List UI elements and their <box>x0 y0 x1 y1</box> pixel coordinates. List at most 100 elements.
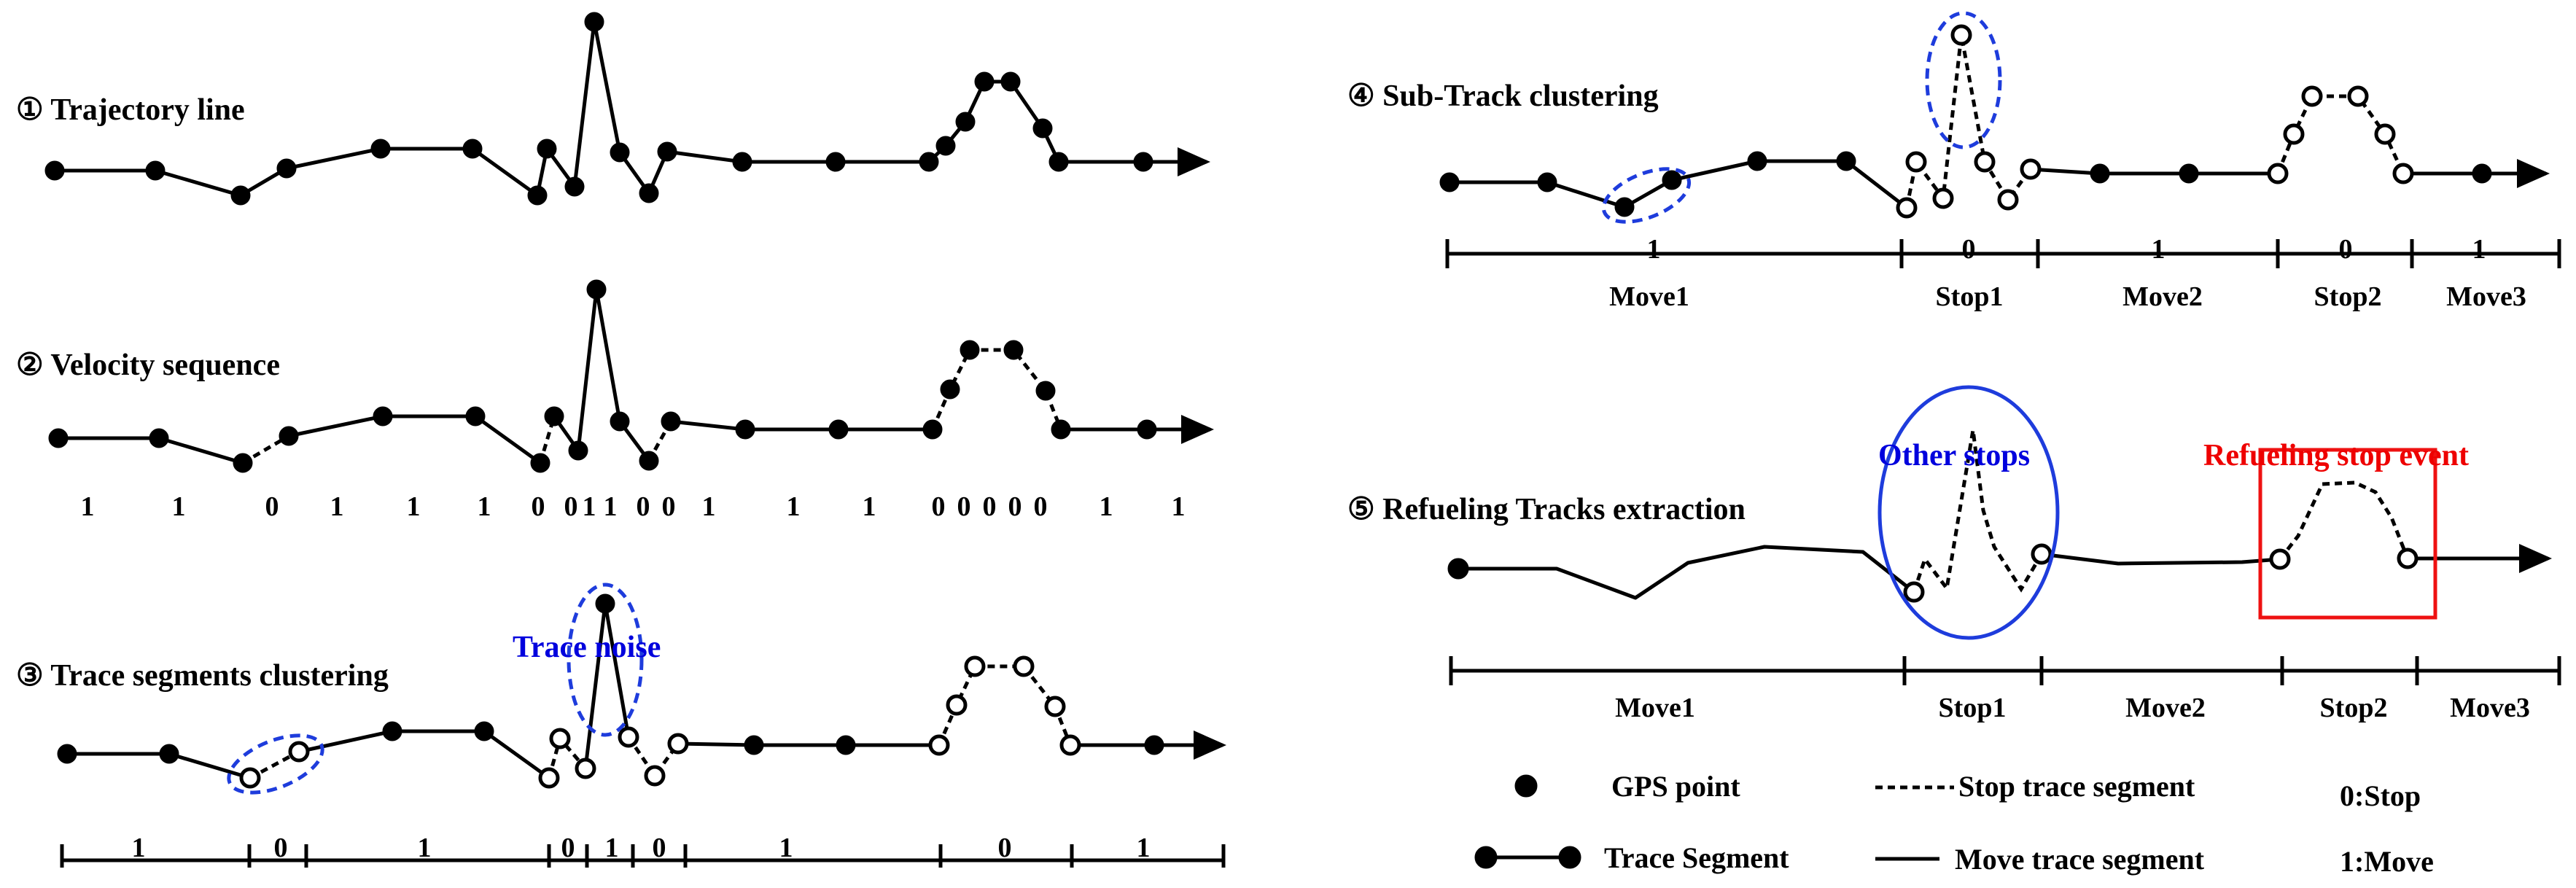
subtrack-points <box>1439 24 2492 219</box>
gps-point <box>735 419 755 440</box>
velocity-label: 1 <box>1172 491 1186 522</box>
velocity-label: 1 <box>407 491 421 522</box>
refuel-segment-names: Move1 Stop1 Move2 Stop2 Move3 <box>1615 693 2530 723</box>
other-stops-label: Other stops <box>1878 439 2030 472</box>
gps-point <box>544 406 564 427</box>
stop-point <box>2267 163 2289 184</box>
segment-move1: Move1 <box>1615 693 1695 723</box>
gps-point <box>1003 340 1024 360</box>
gps-point <box>462 139 483 159</box>
gps-point <box>2179 163 2199 184</box>
gps-point <box>230 185 251 206</box>
legend-move-segment: Move trace segment <box>1875 843 2205 876</box>
velocity-label: 0 <box>983 491 997 522</box>
stop-point <box>549 728 571 749</box>
gps-point <box>1133 152 1153 172</box>
subtrack-code: 0 <box>1962 234 1976 265</box>
trace-segment-symbol-end <box>1558 846 1581 869</box>
segment-move2: Move2 <box>2122 281 2203 312</box>
gps-point <box>370 139 391 159</box>
velocity-label: 0 <box>532 491 545 522</box>
segment-move3: Move3 <box>2450 693 2530 723</box>
stop-point <box>2283 123 2305 145</box>
other-stops-ellipse <box>1877 385 2060 640</box>
legend-stop-segment: Stop trace segment <box>1875 770 2195 803</box>
velocity-label: 1 <box>478 491 491 522</box>
stop-point <box>946 694 968 716</box>
gps-point <box>919 152 939 172</box>
gps-point <box>639 451 659 471</box>
gps-point <box>732 152 752 172</box>
stop-point <box>1896 197 1918 219</box>
trace-noise-label: Trace noise <box>513 631 661 664</box>
gps-point <box>1747 151 1767 171</box>
gps-point <box>974 71 995 92</box>
cluster-label: 1 <box>418 833 432 863</box>
cluster-label: 0 <box>998 833 1012 863</box>
gps-point <box>233 453 253 473</box>
segment-move2: Move2 <box>2125 693 2206 723</box>
legend-move-code: 1:Move <box>2340 845 2434 878</box>
stop-trace-line <box>2279 480 2410 561</box>
subtrack-codes: 1 0 1 0 1 <box>1647 234 2486 265</box>
velocity-label: 1 <box>787 491 801 522</box>
gps-point <box>382 721 402 741</box>
move-trace-line <box>1458 545 1915 600</box>
stop-point <box>2269 548 2291 570</box>
noise-ellipse-small <box>227 733 324 795</box>
gps-point <box>825 152 846 172</box>
stop-point <box>1950 24 1972 46</box>
velocity-label: 1 <box>702 491 716 522</box>
panel-trace-segments-clustering: ③ Trace segments clustering <box>16 583 1226 868</box>
gps-point <box>584 12 604 32</box>
gps-point <box>537 139 557 159</box>
legend-stop-code: 0:Stop <box>2340 779 2421 812</box>
gps-point <box>940 379 960 400</box>
refueling-event-box <box>2258 448 2437 620</box>
stop-point <box>1905 151 1927 173</box>
stop-point <box>239 767 261 789</box>
gps-point <box>1048 152 1069 172</box>
stop-point <box>1932 187 1954 209</box>
velocity-label: 0 <box>637 491 650 522</box>
noise-point <box>595 593 615 614</box>
velocity-label: 0 <box>662 491 676 522</box>
stop-point <box>575 757 596 779</box>
gps-point <box>465 406 486 427</box>
gps-point <box>1000 71 1021 92</box>
gps-point <box>1032 118 1053 139</box>
cluster-label: 1 <box>1137 833 1151 863</box>
cluster-label: 1 <box>605 833 619 863</box>
gps-point <box>474 721 494 741</box>
gps-point <box>586 279 607 300</box>
velocity-label: 1 <box>172 491 186 522</box>
stop-trace-segment <box>626 736 680 779</box>
gps-point <box>935 136 956 156</box>
gps-point <box>1051 419 1071 440</box>
move-trace-line <box>2041 552 2281 566</box>
velocity-label: 1 <box>583 491 596 522</box>
gps-point <box>530 453 550 473</box>
clustering-labels: 1 0 1 0 1 0 1 0 1 <box>132 833 1151 863</box>
stop-point <box>964 655 986 677</box>
clustering-axis <box>60 844 1226 868</box>
velocity-segment <box>670 419 933 432</box>
stop-point <box>667 733 689 755</box>
velocity-label: 1 <box>330 491 344 522</box>
gps-point <box>2472 163 2492 184</box>
gps-point <box>1614 197 1635 217</box>
gps-point <box>1662 170 1682 190</box>
velocity-labels: 1 1 0 1 1 1 0 0 1 1 0 0 1 1 1 0 0 0 0 0 … <box>81 491 1186 522</box>
refueling-event-label: Refueling stop event <box>2203 439 2469 472</box>
gps-point <box>828 419 849 440</box>
stop-point <box>2020 158 2042 180</box>
velocity-label: 0 <box>265 491 279 522</box>
noise-ellipse-peak <box>1925 11 2002 149</box>
gps-point <box>922 419 943 440</box>
stop-trace-segment <box>249 749 300 780</box>
stop-point <box>1044 696 1066 717</box>
subtrack-code: 1 <box>2472 234 2486 265</box>
gps-point <box>955 112 976 132</box>
cluster-label: 1 <box>779 833 793 863</box>
